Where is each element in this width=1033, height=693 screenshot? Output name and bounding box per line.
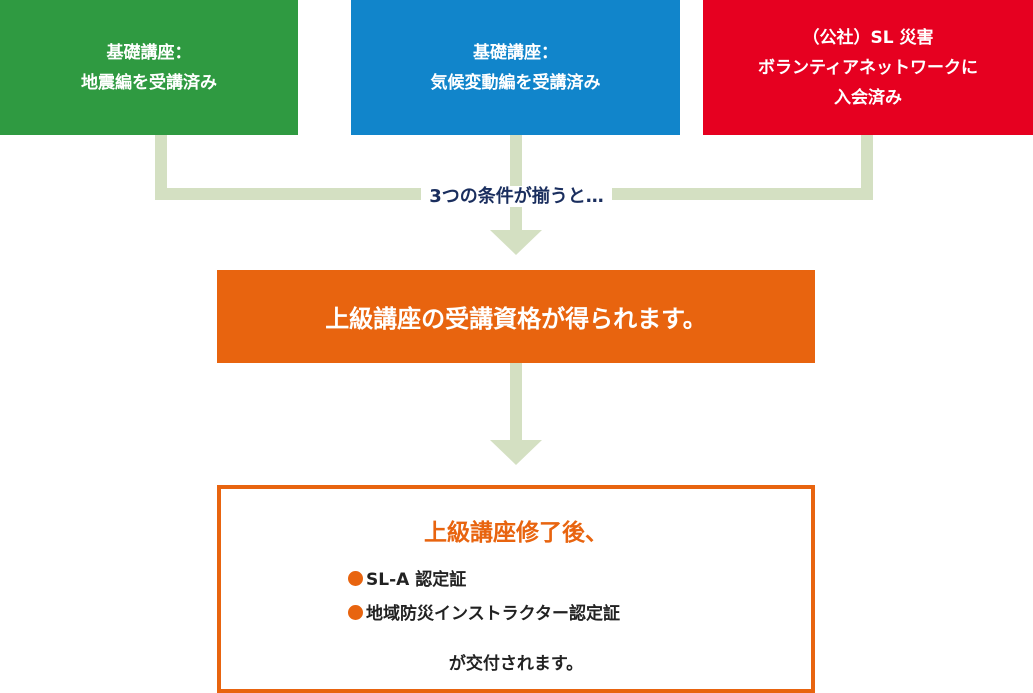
condition-line: 地震編を受講済み	[81, 72, 217, 93]
arrow-down-icon	[490, 230, 542, 255]
condition-network: （公社）SL 災害 ボランティアネットワークに 入会済み	[703, 0, 1033, 135]
condition-earthquake: 基礎講座： 地震編を受講済み	[0, 0, 298, 135]
connector-center	[510, 135, 522, 231]
final-title: 上級講座修了後、	[424, 520, 608, 546]
bullet-icon	[348, 605, 363, 620]
condition-climate: 基礎講座： 気候変動編を受講済み	[351, 0, 680, 135]
result-text: 上級講座の受講資格が得られます。	[325, 305, 707, 333]
list-item: 地域防災インストラクター認定証	[348, 599, 620, 624]
condition-line: 基礎講座：	[106, 42, 192, 63]
bullet-icon	[348, 571, 363, 586]
final-footer: が交付されます。	[448, 654, 584, 674]
condition-line: （公社）SL 災害	[802, 27, 934, 48]
connector-label: 3つの条件が揃うと…	[0, 182, 1033, 208]
connector-right	[861, 135, 873, 200]
connector-result	[510, 363, 522, 441]
condition-line: 入会済み	[834, 87, 902, 108]
list-item-text: 地域防災インストラクター認定証	[366, 604, 620, 624]
list-item-text: SL-A 認定証	[366, 570, 467, 590]
condition-line: 気候変動編を受講済み	[430, 72, 601, 93]
result-box: 上級講座の受講資格が得られます。	[217, 270, 815, 363]
final-box: 上級講座修了後、 SL-A 認定証 地域防災インストラクター認定証 が交付されま…	[217, 485, 815, 693]
list-item: SL-A 認定証	[348, 565, 466, 590]
connector-left	[155, 135, 167, 200]
arrow-down-icon	[490, 440, 542, 465]
condition-line: ボランティアネットワークに	[758, 57, 978, 78]
connector-label-text: 3つの条件が揃うと…	[421, 186, 612, 207]
condition-line: 基礎講座：	[473, 42, 558, 63]
